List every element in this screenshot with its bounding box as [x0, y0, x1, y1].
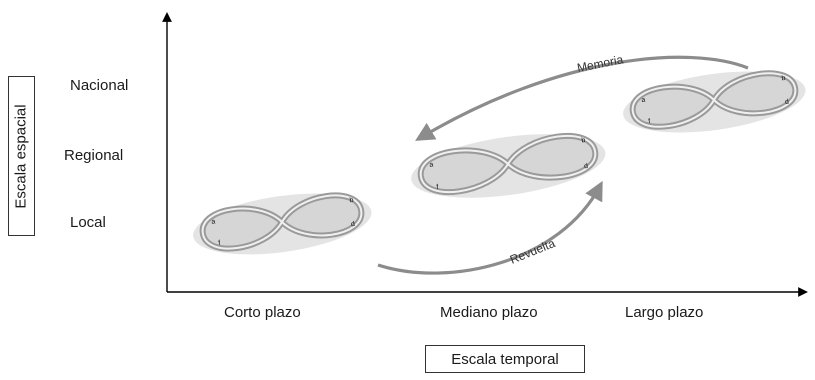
marker-a: a	[641, 97, 646, 104]
infinity-core	[419, 134, 597, 194]
revuelta-arrow	[377, 180, 603, 275]
level-corto-plazo: Corto plazo	[224, 304, 301, 321]
memoria-label: Memoria	[576, 52, 625, 75]
marker-a: a	[429, 161, 434, 168]
marker-d: d	[351, 221, 356, 228]
marker-b: b	[349, 197, 354, 204]
marker-b: b	[581, 137, 586, 144]
marker-a: a	[211, 218, 216, 225]
marker-f: f	[218, 240, 221, 247]
marker-f: f	[648, 118, 651, 125]
loop-nacional: a b f d	[623, 70, 806, 133]
infinity-core	[201, 194, 363, 250]
y-axis-title: Escala espacial	[13, 103, 31, 209]
infinity-core	[631, 72, 797, 128]
level-regional: Regional	[64, 147, 124, 164]
revuelta-label: Revuelta	[508, 236, 557, 267]
memoria-arrow	[415, 55, 749, 141]
level-local: Local	[70, 214, 106, 231]
marker-b: b	[781, 75, 786, 82]
loop-regional: a b f d	[411, 132, 606, 198]
marker-f: f	[436, 184, 439, 191]
level-mediano-plazo: Mediano plazo	[440, 304, 538, 321]
x-axis-title-box: Escala temporal	[425, 345, 585, 373]
marker-d: d	[584, 163, 589, 170]
loop-local: a b f d	[193, 192, 372, 255]
x-axis-title: Escala temporal	[451, 350, 559, 368]
y-axis-title-box: Escala espacial	[8, 76, 35, 236]
level-nacional: Nacional	[70, 77, 129, 94]
marker-d: d	[785, 99, 790, 106]
level-largo-plazo: Largo plazo	[625, 304, 704, 321]
